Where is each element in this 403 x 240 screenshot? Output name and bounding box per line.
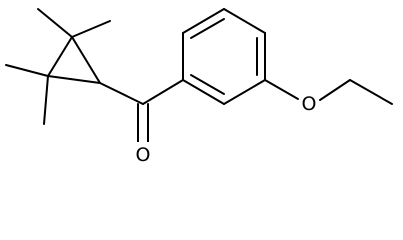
ring-bond-c2-c3 <box>47 75 101 84</box>
methyl-bond-c2-down <box>43 75 49 125</box>
benzene-bond-6 <box>182 79 225 105</box>
methyl-bond-c2-left <box>5 64 49 77</box>
carbonyl-oxygen-label: O <box>136 144 151 166</box>
carbonyl-oxygen-bg <box>134 142 152 166</box>
benzene-bond-5 <box>223 79 266 105</box>
bond-carbonyl-ring <box>142 79 184 105</box>
benzene-bond-2 <box>182 8 225 34</box>
benzene-bond-3 <box>223 8 266 34</box>
ether-oxygen-bg <box>299 92 319 114</box>
methyl-bond-c1-right <box>71 20 111 38</box>
benzene-inner-bond-a <box>190 18 225 39</box>
bond-ring-carbonyl <box>99 82 144 105</box>
structure-canvas: O O <box>5 8 393 166</box>
bond-ring-ether-oxygen <box>264 79 299 100</box>
ether-oxygen-label: O <box>302 93 317 115</box>
bond-ch2-ch3 <box>349 79 393 105</box>
methyl-bond-c1-left <box>37 8 73 38</box>
benzene-inner-bond-c <box>190 74 225 95</box>
bond-ether-oxygen-ch2 <box>319 79 351 101</box>
ring-bond-c1-c2 <box>47 36 73 77</box>
molecule-diagram: O O <box>5 8 393 166</box>
ring-bond-c3-c1 <box>71 36 101 84</box>
